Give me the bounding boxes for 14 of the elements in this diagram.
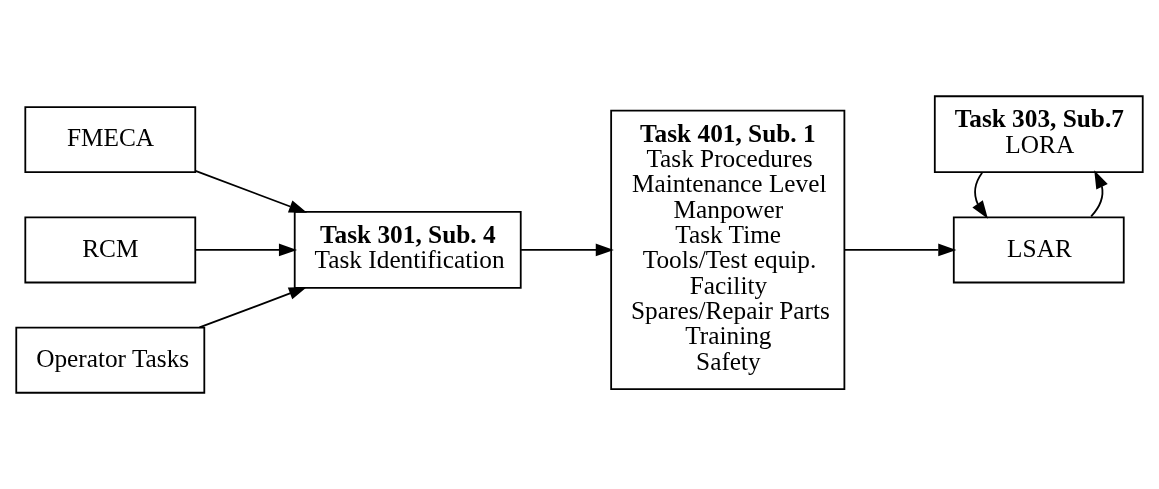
arrow [194, 170, 308, 213]
arrow [194, 243, 298, 257]
node-box: Task 301, Sub. 4 Task Identification [293, 211, 522, 289]
node-box: Task 303, Sub.7 LORA [933, 95, 1144, 174]
node-box: LSAR [952, 216, 1125, 284]
arrow [198, 287, 307, 329]
node-box: FMECA [24, 106, 197, 174]
arrow [520, 243, 614, 257]
node-box: Operator Tasks [15, 326, 206, 394]
node-box: RCM [24, 216, 197, 284]
arrow [972, 171, 988, 219]
arrow [1090, 170, 1108, 218]
arrow [844, 243, 957, 257]
node-box: Task 401, Sub. 1 Task Procedures Maintenance Level Manpower Task Time Tools/Test equip. Facility Spares/Repair Parts Training Safety [610, 109, 846, 391]
